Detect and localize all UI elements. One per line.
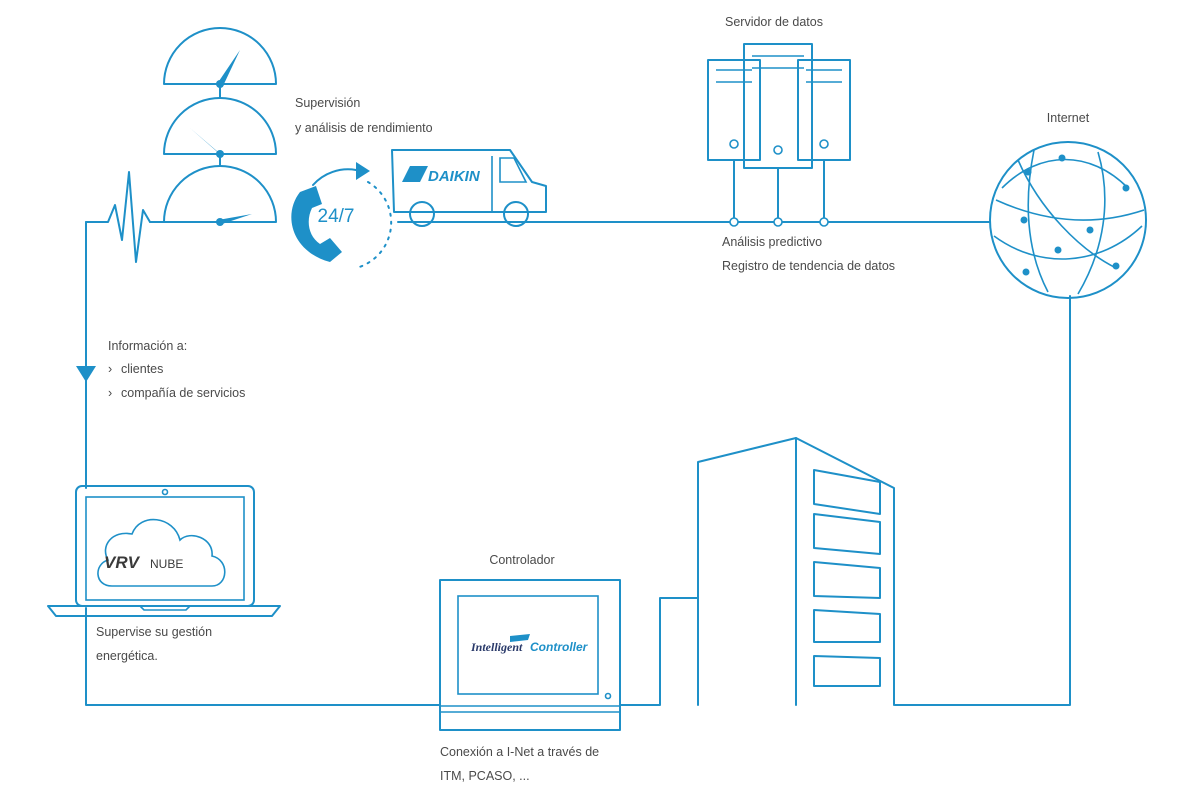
performance-gauges bbox=[163, 27, 277, 226]
controller-label: Controlador bbox=[489, 553, 554, 567]
support-badge-text: 24/7 bbox=[318, 206, 355, 227]
connection-lines bbox=[76, 171, 1071, 706]
controller-icon: Intelligent Controller bbox=[439, 579, 621, 731]
controller-brand-a: Intelligent bbox=[470, 640, 523, 654]
right-vertical-line bbox=[894, 295, 1071, 706]
globe-icon bbox=[989, 141, 1147, 299]
bottom-line-left bbox=[85, 607, 441, 706]
bullet-icon: › bbox=[108, 386, 112, 400]
pulse-line bbox=[85, 171, 151, 263]
info-item-service-company: compañía de servicios bbox=[121, 386, 245, 400]
internet-label: Internet bbox=[1047, 111, 1090, 125]
bullet-icon: › bbox=[108, 362, 112, 376]
supervise-label: Supervise su gestión energética. bbox=[96, 625, 216, 663]
gauge-icon bbox=[163, 27, 277, 88]
data-server-icon bbox=[707, 43, 851, 227]
support-24-7-icon: 24/7 bbox=[291, 162, 393, 269]
controller-brand-b: Controller bbox=[530, 640, 589, 654]
monitoring-label: Supervisión y análisis de rendimiento bbox=[295, 96, 433, 135]
daikin-van-icon: DAIKIN bbox=[391, 149, 547, 227]
bottom-line-right bbox=[619, 597, 699, 706]
cloud-brand-text: VRV bbox=[104, 553, 141, 572]
connection-label: Conexión a I-Net a través de ITM, PCASO,… bbox=[440, 745, 603, 783]
van-brand-text: DAIKIN bbox=[428, 168, 481, 185]
laptop-icon: VRV NUBE bbox=[47, 485, 281, 617]
cloud-icon: VRV NUBE bbox=[97, 518, 226, 587]
gauge-icon bbox=[163, 165, 277, 226]
flow-arrow-down bbox=[76, 366, 96, 382]
info-title: Información a: bbox=[108, 339, 187, 353]
gauge-icon bbox=[163, 97, 277, 158]
predictive-label: Análisis predictivo Registro de tendenci… bbox=[722, 235, 895, 273]
building-icon bbox=[697, 437, 895, 706]
info-item-clients: clientes bbox=[121, 362, 163, 376]
cloud-suffix-text: NUBE bbox=[150, 557, 183, 571]
data-server-label: Servidor de datos bbox=[725, 15, 823, 29]
